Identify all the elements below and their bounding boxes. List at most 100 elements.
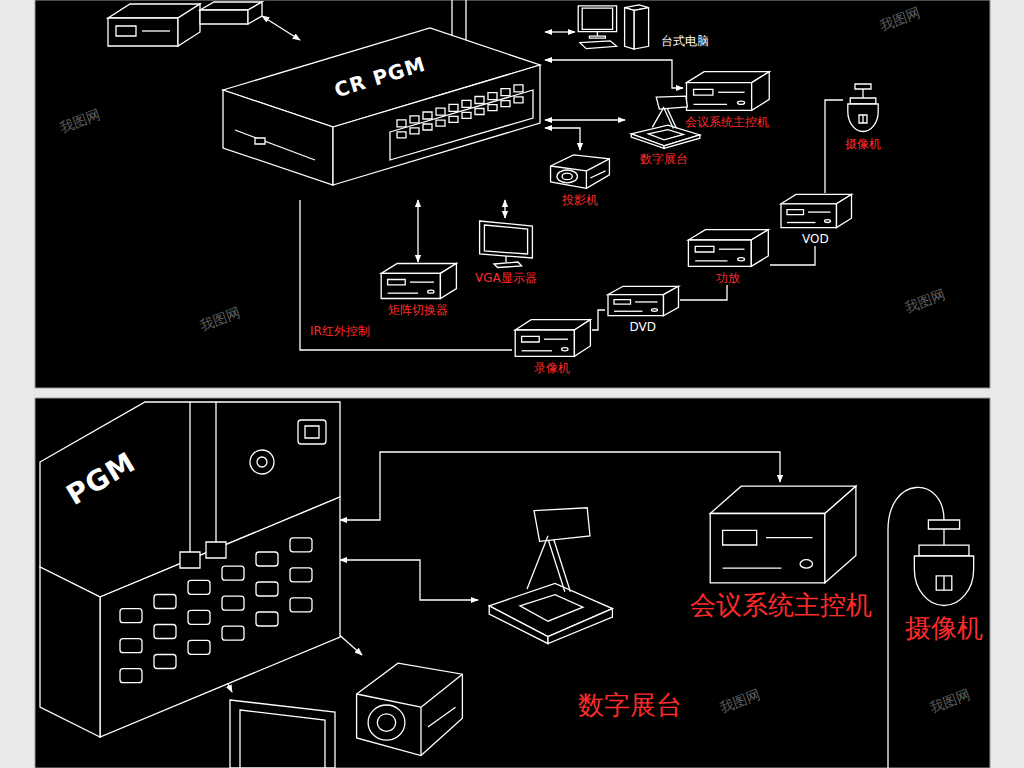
drawing-polygon: [108, 18, 178, 46]
connector: [417, 200, 418, 262]
drawing-polygon: [837, 194, 852, 227]
drawing-g: [578, 5, 648, 49]
drawing-rect: [488, 93, 497, 100]
device-label: 功放: [716, 271, 740, 285]
drawing-g: [914, 520, 973, 606]
drawing-line: [590, 171, 605, 178]
watermark: 我图网: [717, 701, 723, 717]
drawing-g: [688, 230, 768, 267]
device-node: 投影机: [548, 150, 612, 207]
connector: [770, 246, 815, 265]
drawing-g: [381, 264, 456, 299]
device-name: VGA显示器: [475, 271, 537, 285]
connector: [545, 128, 580, 150]
drawing-line: [718, 92, 744, 93]
drawing-line: [465, 0, 466, 44]
device-node: PGM: [40, 402, 340, 742]
drawing-rect: [256, 612, 278, 626]
drawing-rect: [154, 625, 176, 639]
drawing-rect: [222, 626, 244, 640]
device-drawing: [478, 505, 618, 645]
drawing-polygon: [781, 204, 837, 228]
top-panel: [35, 0, 990, 388]
drawing-rect: [222, 596, 244, 610]
device-node: 台式电脑: [575, 4, 709, 50]
drawing-rect: [475, 109, 484, 115]
drawing-rect: [188, 610, 210, 624]
drawing-line: [862, 89, 863, 98]
drawing-line: [189, 402, 190, 552]
drawing-polygon: [480, 221, 533, 258]
drawing-circle: [738, 101, 745, 104]
device-label: DVD: [630, 320, 656, 334]
drawing-g: [357, 663, 463, 755]
drawing-g: [223, 28, 540, 185]
device-label: VOD: [802, 232, 829, 246]
drawing-ellipse: [562, 173, 572, 179]
drawing-polygon: [223, 90, 333, 185]
drawing-g: [608, 286, 679, 315]
drawing-polygon: [357, 663, 463, 755]
drawing-rect: [850, 98, 876, 104]
drawing-line: [597, 32, 598, 37]
watermark: 我图网: [902, 301, 908, 317]
device-name: 数字展台: [578, 690, 682, 721]
drawing-line: [586, 171, 587, 189]
drawing-line: [586, 159, 609, 171]
device-label: 数字展台: [578, 690, 682, 721]
device-label: 台式电脑: [661, 34, 709, 48]
watermark: 我图网: [57, 121, 63, 137]
drawing-polygon: [489, 583, 612, 636]
drawing-g: [848, 84, 878, 132]
drawing-polygon: [178, 4, 200, 46]
drawing-g: [489, 508, 612, 644]
device-name: 会议系统主控机: [685, 115, 769, 129]
drawing-rect: [388, 279, 406, 284]
drawing-line: [787, 222, 816, 223]
device-node: 摄像机: [843, 84, 883, 151]
device-name: 矩阵切换器: [388, 303, 448, 317]
device-label: VGA显示器: [475, 271, 537, 285]
drawing-g: [781, 194, 852, 227]
drawing-rect: [154, 655, 176, 669]
drawing-line: [722, 567, 781, 568]
drawing-line: [420, 707, 421, 755]
device-node: 摄像机: [905, 520, 983, 644]
drawing-line: [428, 707, 456, 727]
drawing-path: [848, 104, 878, 132]
drawing-rect: [855, 84, 871, 89]
device-node: 矩阵切换器: [378, 262, 458, 317]
device-label: 会议系统主控机: [685, 115, 769, 129]
drawing-rect: [919, 545, 969, 556]
drawing-rect: [290, 568, 312, 582]
drawing-line: [410, 281, 434, 282]
drawing-ellipse: [377, 714, 395, 732]
drawing-polygon: [710, 514, 825, 583]
drawing-rect: [305, 426, 319, 438]
drawing-rect: [410, 128, 419, 134]
drawing-rect: [180, 552, 200, 568]
drawing-polygon: [40, 402, 340, 597]
drawing-rect: [423, 124, 432, 130]
watermark: 我图网: [927, 701, 933, 717]
drawing-polygon: [625, 8, 635, 49]
bottom-panel: [35, 398, 990, 768]
drawing-line: [862, 115, 863, 123]
device-drawing: [625, 95, 703, 149]
connector: [545, 119, 625, 120]
drawing-circle: [257, 457, 267, 467]
drawing-line: [719, 249, 745, 250]
drawing-g: [631, 96, 700, 148]
device-name: DVD: [630, 320, 656, 334]
drawing-rect: [436, 108, 445, 115]
device-node: CR PGM: [215, 20, 545, 200]
drawing-rect: [501, 101, 510, 107]
drawing-circle: [250, 450, 274, 474]
drawing-g: [40, 402, 340, 737]
connector: [545, 31, 575, 32]
drawing-polygon: [664, 286, 679, 315]
device-drawing: [40, 402, 340, 742]
device-name: 投影机: [562, 193, 598, 207]
drawing-line: [614, 311, 643, 312]
